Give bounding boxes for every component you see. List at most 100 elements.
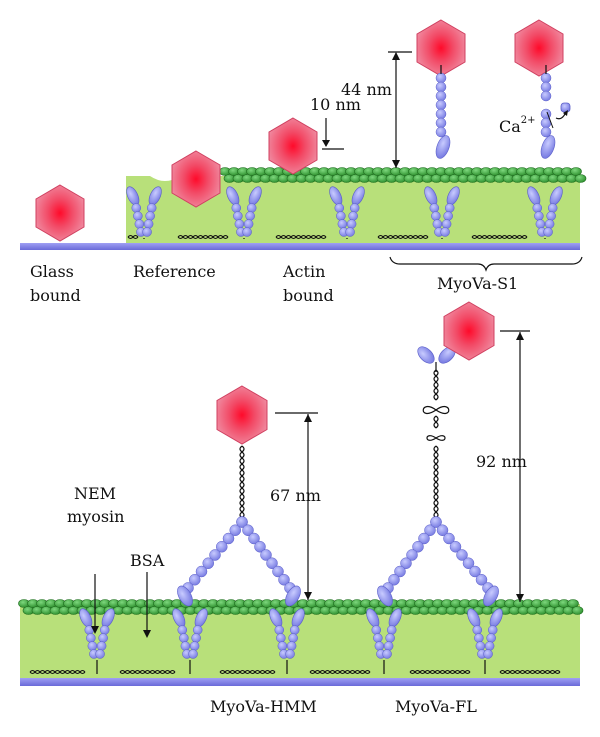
quantum-dot-fl <box>443 301 495 361</box>
actin-bead <box>567 599 579 608</box>
surface-tether <box>119 670 176 674</box>
lever-bead <box>195 565 208 578</box>
myosin-bead <box>179 633 189 643</box>
myosin-bead <box>431 211 441 221</box>
label-calcium: Ca2+ <box>499 115 536 136</box>
actin-bead <box>571 606 584 615</box>
lever-bead <box>229 524 241 536</box>
myosin-bead <box>274 625 285 635</box>
nem-myosin-anchors-bottom <box>29 608 561 674</box>
myosin-bead <box>289 625 300 635</box>
surface-tether <box>499 670 561 674</box>
lever-bead <box>260 549 272 561</box>
surface-tether <box>219 670 276 674</box>
lever-bead <box>248 532 260 545</box>
lever-bead <box>272 565 284 578</box>
calcium-charge-text: 2+ <box>521 115 536 126</box>
surface-tether <box>309 670 371 674</box>
motor-head <box>435 135 451 159</box>
lever-bead <box>540 90 552 102</box>
lever-bead <box>435 99 447 111</box>
quantum-dot-glass-bound <box>35 184 85 242</box>
label-67nm: 67 nm <box>270 486 321 505</box>
dimension-44nm <box>388 51 412 168</box>
myosin-bead <box>386 625 397 635</box>
surface-tether <box>275 235 327 239</box>
quantum-dot-actin-bound <box>268 117 318 175</box>
myosin-bead <box>245 211 255 221</box>
glass-surface-bottom <box>20 678 580 686</box>
myosin-bead <box>348 211 358 221</box>
myosin-bead <box>483 649 493 659</box>
motor-head <box>377 585 393 607</box>
myosin-bead <box>286 641 297 651</box>
coiled-coil <box>239 445 245 519</box>
myosin-bead <box>346 219 357 229</box>
lever-bead <box>222 532 235 545</box>
myosin-bead <box>96 641 107 651</box>
lever-bead <box>266 557 278 569</box>
myosin-bead <box>180 641 191 651</box>
label-nem-line2: myosin <box>67 507 124 526</box>
quantum-dot-reference <box>171 150 221 208</box>
lever-bead <box>209 549 221 561</box>
myosin-bead <box>134 219 145 229</box>
myosin-bead <box>385 633 395 643</box>
surface-tether <box>409 670 471 674</box>
myosin-bead <box>177 625 188 635</box>
myosin-bead <box>133 211 143 221</box>
surface-tether <box>119 670 176 674</box>
label-92nm: 92 nm <box>476 452 527 471</box>
lever-bead <box>236 516 248 528</box>
myosin-bead <box>98 633 108 643</box>
motor-head <box>285 585 301 607</box>
myosin-bead <box>443 211 453 221</box>
actin-bead <box>570 167 582 176</box>
calcium-ion-icon <box>560 102 571 113</box>
quantum-dot-hmm <box>216 385 268 445</box>
myosin-bead <box>382 649 392 659</box>
myosin-bead <box>334 203 345 213</box>
myosin-bead <box>277 641 288 651</box>
myosin-bead <box>188 649 198 659</box>
label-10nm: 10 nm <box>310 95 361 114</box>
myosin-bead <box>192 625 203 635</box>
surface-tether <box>177 235 229 239</box>
myosin-bead <box>288 633 298 643</box>
lever-bead <box>456 549 468 561</box>
coiled-coil <box>433 445 439 519</box>
myosin-bead <box>87 641 98 651</box>
bottom-panel: NEM myosin BSA MyoVa-HMM MyoVa-FL 67 nm … <box>18 301 584 716</box>
myosin-bead <box>189 641 200 651</box>
myosin-bead <box>191 633 201 643</box>
myosin-bead <box>547 203 558 213</box>
lever-bead <box>202 557 214 569</box>
myosin-bead <box>484 641 495 651</box>
myosin-bead <box>86 633 96 643</box>
label-bsa: BSA <box>130 551 165 570</box>
dimension-92nm <box>500 330 530 602</box>
myosin-bead <box>337 219 348 229</box>
lever-bead <box>436 524 449 536</box>
lever-bead <box>242 524 254 536</box>
actin-bead <box>574 174 587 183</box>
lever-bead <box>430 516 442 528</box>
myosin-bead <box>233 211 243 221</box>
myova-hmm-molecule <box>177 445 301 607</box>
myosin-bead <box>371 625 382 635</box>
myosin-bead <box>444 203 455 213</box>
label-44nm: 44 nm <box>341 80 392 99</box>
myosin-bead <box>544 219 555 229</box>
lever-bead <box>435 72 447 84</box>
lever-bead <box>435 117 447 129</box>
label-myova-s1: MyoVa-S1 <box>437 274 518 293</box>
glass-surface-top <box>20 243 580 250</box>
myosin-bead <box>143 219 154 229</box>
lever-bead <box>540 81 552 93</box>
lever-bead <box>435 108 447 120</box>
lever-bead <box>540 72 552 84</box>
lever-bead <box>254 541 266 553</box>
lever-bead <box>435 90 447 102</box>
surface-tether <box>471 235 528 239</box>
lever-bead <box>435 81 447 93</box>
